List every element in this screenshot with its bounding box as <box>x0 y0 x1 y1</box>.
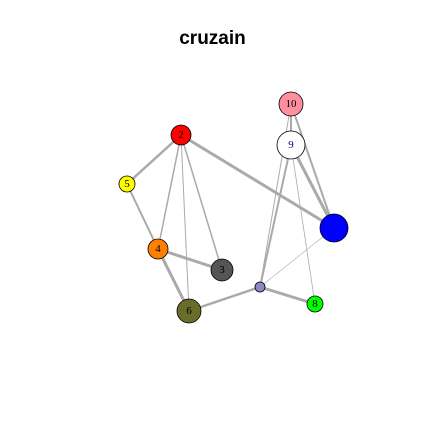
node-circle-8 <box>306 295 324 313</box>
node-label-2: 2 <box>178 129 184 141</box>
edge-5-4 <box>126 183 159 250</box>
node-label-8: 8 <box>312 298 318 310</box>
edge-2-6 <box>180 134 190 312</box>
node-layer: 2 3 4 5 6 8 9 10 <box>118 91 349 324</box>
node-label-9: 9 <box>288 139 294 151</box>
edge-layer <box>126 103 336 313</box>
edge-2-3 <box>180 134 223 271</box>
node-4: 4 <box>147 238 169 260</box>
node-circle-5 <box>118 175 136 193</box>
edge-6-7 <box>188 285 261 313</box>
node-circle-4 <box>147 238 169 260</box>
node-circle-9 <box>276 130 306 160</box>
node-3: 3 <box>210 258 234 282</box>
node-2: 2 <box>170 124 192 146</box>
node-circle-1 <box>319 213 349 243</box>
node-label-5: 5 <box>124 178 130 190</box>
node-10: 10 <box>278 91 304 117</box>
node-7 <box>254 281 266 293</box>
node-circle-10 <box>278 91 304 117</box>
node-1 <box>319 213 349 243</box>
edge-7-8 <box>259 285 316 306</box>
graph-title: cruzain <box>179 28 246 49</box>
edge-9-8 <box>290 144 316 305</box>
node-label-6: 6 <box>186 305 192 317</box>
node-circle-3 <box>210 258 234 282</box>
edge-9-1 <box>289 144 336 229</box>
node-circle-2 <box>170 124 192 146</box>
edge-10-1 <box>290 103 335 229</box>
node-label-3: 3 <box>219 264 225 276</box>
node-circle-6 <box>176 298 202 324</box>
node-9: 9 <box>276 130 306 160</box>
node-5: 5 <box>118 175 136 193</box>
edge-2-4 <box>157 134 182 250</box>
node-8: 8 <box>306 295 324 313</box>
node-6: 6 <box>176 298 202 324</box>
node-circle-7 <box>254 281 266 293</box>
node-label-4: 4 <box>155 243 161 255</box>
edge-2-5 <box>126 134 182 185</box>
edge-7-9 <box>259 144 292 288</box>
node-label-10: 10 <box>286 98 298 110</box>
edge-2-1 <box>180 133 335 230</box>
edge-7-1 <box>259 227 335 288</box>
